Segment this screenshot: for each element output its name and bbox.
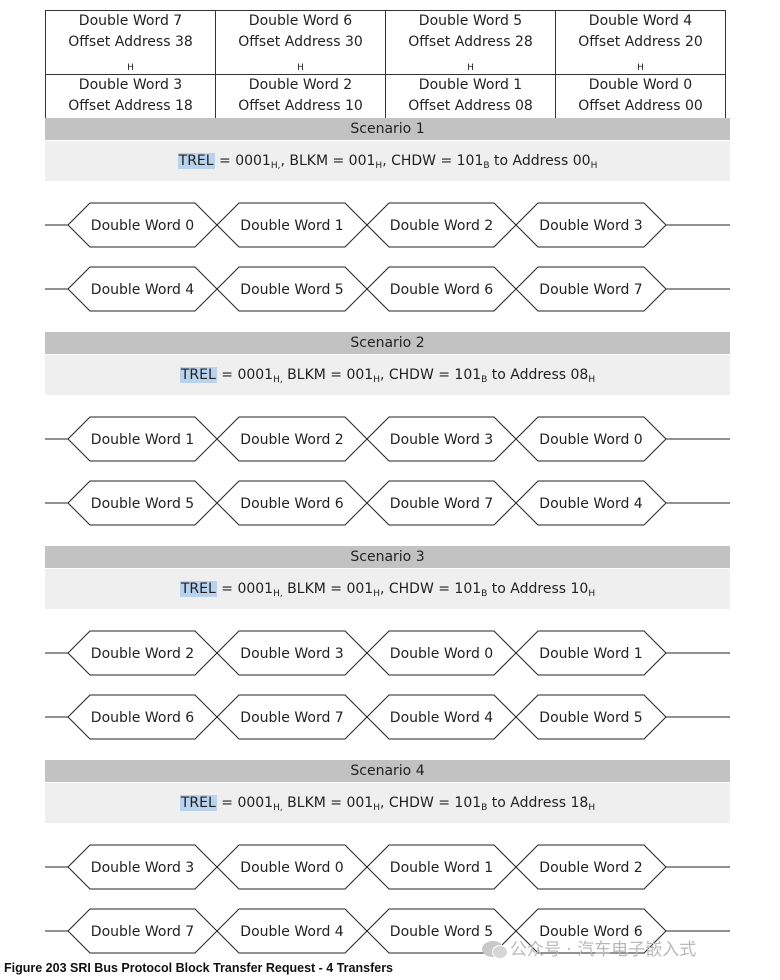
timing-row: Double Word 5 Double Word 6 Double Word 7 D… [45, 480, 730, 526]
bus-cycle-label: Double Word 1 [240, 218, 343, 234]
timing-row: Double Word 4 Double Word 5 Double Word 6 D… [45, 266, 730, 312]
bus-cycle-label: Double Word 3 [390, 432, 493, 448]
bus-cycle-label: Double Word 6 [390, 282, 493, 298]
bus-cycle-label: Double Word 3 [91, 860, 194, 876]
trel-highlight: TREL [179, 367, 217, 383]
bus-cycle [515, 844, 667, 890]
bus-cycle-label: Double Word 5 [539, 710, 642, 726]
timing-row: Double Word 2 Double Word 3 Double Word 0 D… [45, 630, 730, 676]
scenario-3-description: TREL = 0001H, BLKM = 001H, CHDW = 101B t… [45, 569, 730, 609]
trel-highlight: TREL [177, 153, 215, 169]
bus-cycle-label: Double Word 4 [240, 924, 343, 940]
bus-cycle-label: Double Word 7 [390, 496, 493, 512]
bus-cycle-label: Double Word 2 [539, 860, 642, 876]
bus-cycle-label: Double Word 0 [390, 646, 493, 662]
scenario-4-header: Scenario 4 [45, 760, 730, 782]
timing-row: Double Word 0 Double Word 1 Double Word 2 D… [45, 202, 730, 248]
watermark: 公众号 · 汽车电子嵌入式 [482, 935, 696, 960]
bus-cycle-label: Double Word 5 [240, 282, 343, 298]
bus-cycle-label: Double Word 3 [240, 646, 343, 662]
figure-caption: Figure 203 SRI Bus Protocol Block Transf… [4, 961, 394, 975]
bus-cycle-label: Double Word 6 [240, 496, 343, 512]
scenario-1-header: Scenario 1 [45, 118, 730, 140]
bus-cycle-label: Double Word 6 [539, 924, 642, 940]
timing-row: Double Word 1 Double Word 2 Double Word 3 D… [45, 416, 730, 462]
bus-cycle [515, 630, 667, 676]
scenario-2-header: Scenario 2 [45, 332, 730, 354]
timing-row: Double Word 3 Double Word 0 Double Word 1 D… [45, 844, 730, 890]
bus-cycle [515, 202, 667, 248]
bus-cycle-label: Double Word 2 [390, 218, 493, 234]
bus-cycle-label: Double Word 1 [539, 646, 642, 662]
bus-cycle-label: Double Word 7 [91, 924, 194, 940]
bus-cycle [515, 908, 667, 954]
bus-cycle-label: Double Word 1 [390, 860, 493, 876]
scenario-3-header: Scenario 3 [45, 546, 730, 568]
scenario-4-description: TREL = 0001H, BLKM = 001H, CHDW = 101B t… [45, 783, 730, 823]
trel-highlight: TREL [179, 795, 217, 811]
scenario-1-description: TREL = 0001H,, BLKM = 001H, CHDW = 101B … [45, 141, 730, 181]
timing-row: Double Word 7 Double Word 4 Double Word 5 D… [45, 908, 730, 954]
bus-cycle-label: Double Word 2 [91, 646, 194, 662]
bus-cycle-label: Double Word 1 [91, 432, 194, 448]
bus-cycle-label: Double Word 0 [91, 218, 194, 234]
trel-highlight: TREL [179, 581, 217, 597]
bus-cycle [515, 266, 667, 312]
bus-cycle-label: Double Word 6 [91, 710, 194, 726]
bus-cycle-label: Double Word 3 [539, 218, 642, 234]
bus-cycle [515, 480, 667, 526]
bus-cycle-label: Double Word 4 [539, 496, 642, 512]
bus-cycle-label: Double Word 0 [240, 860, 343, 876]
bus-cycle-label: Double Word 4 [91, 282, 194, 298]
bus-cycle-label: Double Word 4 [390, 710, 493, 726]
timing-row: Double Word 6 Double Word 7 Double Word 4 D… [45, 694, 730, 740]
bus-cycle-label: Double Word 2 [240, 432, 343, 448]
bus-cycle [515, 694, 667, 740]
bus-cycle [515, 416, 667, 462]
bus-cycle-label: Double Word 0 [539, 432, 642, 448]
bus-cycle-label: Double Word 5 [390, 924, 493, 940]
bus-cycle-label: Double Word 7 [539, 282, 642, 298]
scenario-2-description: TREL = 0001H, BLKM = 001H, CHDW = 101B t… [45, 355, 730, 395]
bus-cycle-label: Double Word 7 [240, 710, 343, 726]
wechat-icon [482, 941, 508, 959]
bus-cycle-label: Double Word 5 [91, 496, 194, 512]
